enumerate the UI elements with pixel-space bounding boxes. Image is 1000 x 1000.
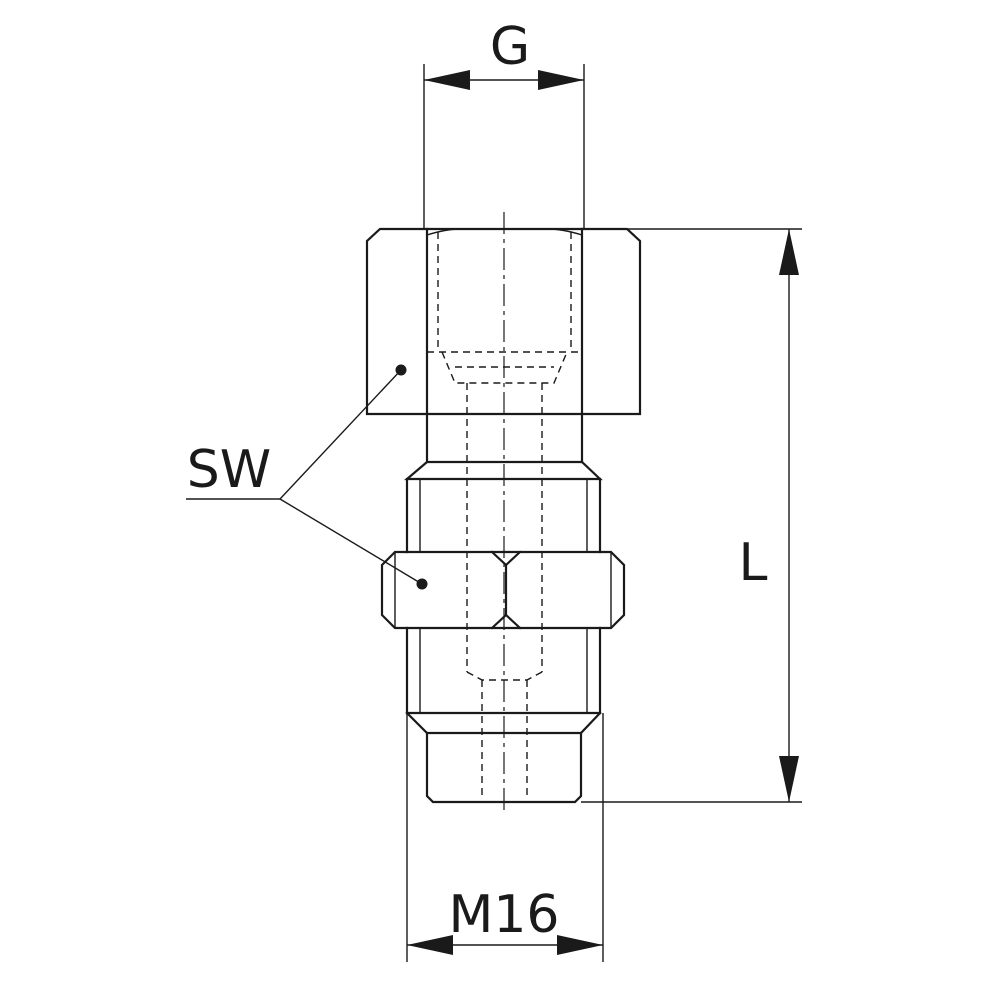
lock-nut (380, 550, 626, 630)
label-g: G (490, 17, 530, 77)
label-m16: M16 (448, 885, 559, 945)
dimension-m16 (406, 713, 604, 962)
label-sw: SW (187, 440, 271, 500)
wrench-size-leader (186, 364, 428, 590)
threaded-body (405, 477, 602, 715)
dimension-g (423, 64, 585, 229)
dimension-l (581, 228, 802, 803)
label-l: L (739, 533, 768, 593)
bottom-spigot (405, 711, 602, 804)
internal-bore (466, 383, 543, 800)
